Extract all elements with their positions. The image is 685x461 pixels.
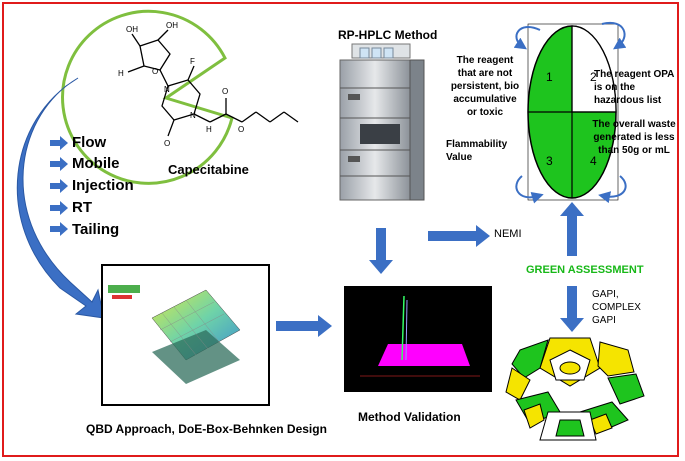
- criterion-line: The overall waste: [592, 119, 676, 130]
- nemi-criterion-persistent: The reagent that are not persistent, bio…: [444, 54, 526, 119]
- svg-text:F: F: [190, 57, 195, 66]
- svg-text:OH: OH: [166, 21, 178, 30]
- capecitabine-structure: OH OH H O N F O N H O O: [61, 9, 299, 185]
- figure-border: [2, 2, 679, 457]
- criterion-line: The reagent OPA: [594, 69, 675, 80]
- quadrant-1: 1: [546, 70, 553, 84]
- criterion-line: is on the: [594, 82, 636, 93]
- svg-text:O: O: [238, 125, 244, 134]
- molecule-name: Capecitabine: [168, 162, 249, 177]
- param-mobile: Mobile: [72, 155, 120, 172]
- nemi-criterion-flammability: Flammability Value: [446, 138, 507, 164]
- criterion-line: The reagent: [456, 55, 514, 66]
- hplc-title: RP-HPLC Method: [338, 28, 438, 42]
- svg-text:H: H: [118, 69, 124, 78]
- hplc-instrument: [339, 43, 425, 201]
- svg-text:OH: OH: [126, 25, 138, 34]
- gapi-label-line-3: GAPI: [592, 315, 616, 326]
- param-flow: Flow: [72, 134, 107, 151]
- quadrant-3: 3: [546, 154, 553, 168]
- criterion-line: than 50g or mL: [598, 145, 670, 156]
- gapi-label: GAPI, COMPLEX GAPI: [592, 288, 641, 327]
- criterion-line: Flammability: [446, 139, 508, 150]
- param-tailing: Tailing: [72, 221, 120, 238]
- param-rt: RT: [72, 199, 92, 216]
- gapi-label-line-2: COMPLEX: [592, 302, 641, 313]
- quadrant-4: 4: [590, 154, 597, 168]
- gapi-label-line-1: GAPI,: [592, 289, 619, 300]
- criterion-line: generated is less: [593, 132, 675, 143]
- criterion-line: hazardous list: [594, 95, 662, 106]
- nemi-pictogram: [513, 21, 627, 204]
- gapi-pictogram: [505, 337, 645, 441]
- criterion-line: or toxic: [466, 107, 504, 118]
- svg-text:N: N: [164, 85, 170, 94]
- param-injection: Injection: [72, 177, 134, 194]
- svg-text:N: N: [190, 111, 196, 120]
- qbd-surface-plot: [101, 264, 270, 406]
- criterion-line: persistent, bio: [450, 81, 520, 92]
- qbd-caption: QBD Approach, DoE-Box-Behnken Design: [86, 422, 327, 436]
- quadrant-2: 2: [590, 70, 597, 84]
- svg-text:O: O: [152, 67, 158, 76]
- validation-caption: Method Validation: [358, 410, 461, 424]
- svg-text:H: H: [206, 125, 212, 134]
- svg-text:O: O: [222, 87, 228, 96]
- nemi-criterion-waste: The overall waste generated is less than…: [592, 118, 676, 157]
- nemi-label: NEMI: [494, 228, 522, 240]
- nemi-criterion-hazardous: The reagent OPA is on the hazardous list: [594, 68, 674, 107]
- green-assessment-label: GREEN ASSESSMENT: [526, 264, 644, 276]
- criterion-line: Value: [446, 152, 473, 163]
- criterion-line: accumulative: [453, 94, 517, 105]
- criterion-line: that are not: [457, 68, 513, 79]
- chromatogram-plot: [344, 286, 492, 392]
- svg-text:O: O: [164, 139, 170, 148]
- left-curved-arrow: [16, 77, 105, 319]
- parameter-bullets: [50, 136, 68, 236]
